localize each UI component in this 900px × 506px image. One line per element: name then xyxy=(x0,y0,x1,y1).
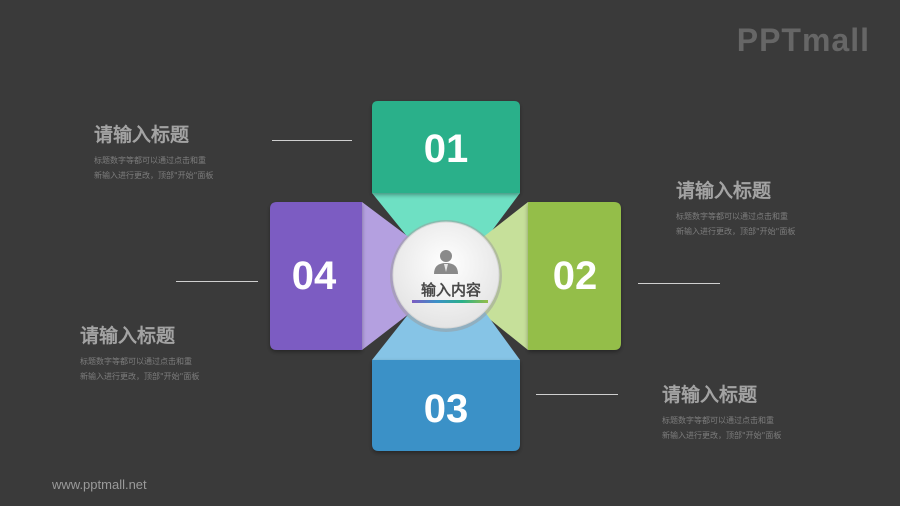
block-description: 标题数字等都可以通过点击和重 新输入进行更改，顶部"开始"面板 xyxy=(662,413,781,443)
center-circle: 输入内容 xyxy=(390,220,502,332)
block-description: 标题数字等都可以通过点击和重 新输入进行更改，顶部"开始"面板 xyxy=(676,209,795,239)
center-label: 输入内容 xyxy=(421,281,481,299)
segment-03-box xyxy=(372,360,520,451)
segment-02-accent xyxy=(482,202,528,350)
segment-number-03: 03 xyxy=(424,387,469,431)
connector-line-04 xyxy=(176,281,258,282)
segment-number-01: 01 xyxy=(424,127,469,171)
pptmall-logo: PPTmall xyxy=(736,22,870,58)
segment-01-box xyxy=(372,101,520,193)
block-title: 请输入标题 xyxy=(94,124,190,146)
footer-url: www.pptmall.net xyxy=(52,477,147,492)
segment-02: 02 xyxy=(482,202,621,350)
person-icon xyxy=(434,250,458,274)
segment-01: 01 xyxy=(372,101,520,240)
block-title: 请输入标题 xyxy=(676,180,772,202)
segment-03: 03 xyxy=(372,312,520,451)
text-block-02: 请输入标题 标题数字等都可以通过点击和重 新输入进行更改，顶部"开始"面板 xyxy=(676,176,795,239)
text-block-04: 请输入标题 标题数字等都可以通过点击和重 新输入进行更改，顶部"开始"面板 xyxy=(80,321,199,384)
segment-number-04: 04 xyxy=(292,254,337,298)
block-desc-line: 标题数字等都可以通过点击和重 xyxy=(676,212,788,221)
block-desc-line: 标题数字等都可以通过点击和重 xyxy=(662,416,774,425)
text-block-01: 请输入标题 标题数字等都可以通过点击和重 新输入进行更改，顶部"开始"面板 xyxy=(94,120,213,183)
segment-02-box xyxy=(528,202,621,350)
block-desc-line: 新输入进行更改，顶部"开始"面板 xyxy=(80,372,200,381)
center-underline xyxy=(412,300,488,303)
segment-04-accent xyxy=(362,202,410,350)
block-title: 请输入标题 xyxy=(80,325,176,347)
block-desc-line: 新输入进行更改，顶部"开始"面板 xyxy=(662,431,782,440)
block-desc-line: 标题数字等都可以通过点击和重 xyxy=(94,156,206,165)
connector-line-03 xyxy=(536,394,618,395)
connector-line-02 xyxy=(638,283,720,284)
block-description: 标题数字等都可以通过点击和重 新输入进行更改，顶部"开始"面板 xyxy=(94,153,213,183)
segment-03-accent xyxy=(372,312,520,360)
segment-04-box xyxy=(270,202,362,350)
block-title: 请输入标题 xyxy=(662,384,758,406)
block-desc-line: 新输入进行更改，顶部"开始"面板 xyxy=(94,171,214,180)
connector-line-01 xyxy=(272,140,352,141)
segment-01-accent xyxy=(372,193,520,240)
block-desc-line: 新输入进行更改，顶部"开始"面板 xyxy=(676,227,796,236)
center-circle-disc xyxy=(392,221,500,329)
block-desc-line: 标题数字等都可以通过点击和重 xyxy=(80,357,192,366)
segment-04: 04 xyxy=(270,202,410,350)
segment-number-02: 02 xyxy=(553,254,598,298)
block-description: 标题数字等都可以通过点击和重 新输入进行更改，顶部"开始"面板 xyxy=(80,354,199,384)
text-block-03: 请输入标题 标题数字等都可以通过点击和重 新输入进行更改，顶部"开始"面板 xyxy=(662,380,781,443)
